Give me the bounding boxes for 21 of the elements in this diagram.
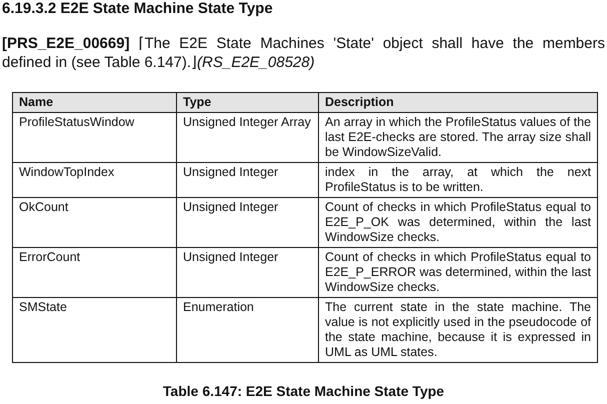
table-cell: Unsigned Integer (176, 198, 318, 248)
table-cell: Unsigned Integer (176, 248, 318, 298)
table-cell: The current state in the state machine. The value is not explicitly used in the pseudocode of the state machine, because it is expressed in UML as UML states. (318, 298, 598, 362)
table-cell: WindowTopIndex (12, 162, 176, 198)
requirement-text: [PRS_E2E_00669] ⌈The E2E State Machines 'State' object shall have the members defined in (see Table 6.147).⌋(RS_E2E_08528) (2, 34, 605, 72)
table-caption: Table 6.147: E2E State Machine State Type (162, 383, 446, 399)
table-cell: Count of checks in which ProfileStatus equal to E2E_P_OK was determined, within the last WindowSize checks. (318, 198, 598, 248)
table-cell: An array in which the ProfileStatus values of the last E2E-checks are stored. The array size shall be WindowSizeValid. (318, 112, 598, 162)
column-header: Description (318, 92, 598, 112)
table-cell: Enumeration (176, 298, 318, 362)
table-cell: Unsigned Integer Array (176, 112, 318, 162)
table-cell: index in the array, at which the next ProfileStatus is to be written. (318, 162, 598, 198)
table-cell: ProfileStatusWindow (12, 112, 176, 162)
table-cell: OkCount (12, 198, 176, 248)
table-cell: SMState (12, 298, 176, 362)
column-header: Type (176, 92, 318, 112)
section-heading: 6.19.3.2 E2E State Machine State Type (2, 0, 273, 17)
table-cell: Unsigned Integer (176, 162, 318, 198)
column-header: Name (12, 92, 176, 112)
table-cell: ErrorCount (12, 248, 176, 298)
table-cell: Count of checks in which ProfileStatus equal to E2E_P_ERROR was determined, within the last WindowSize checks. (318, 248, 598, 298)
